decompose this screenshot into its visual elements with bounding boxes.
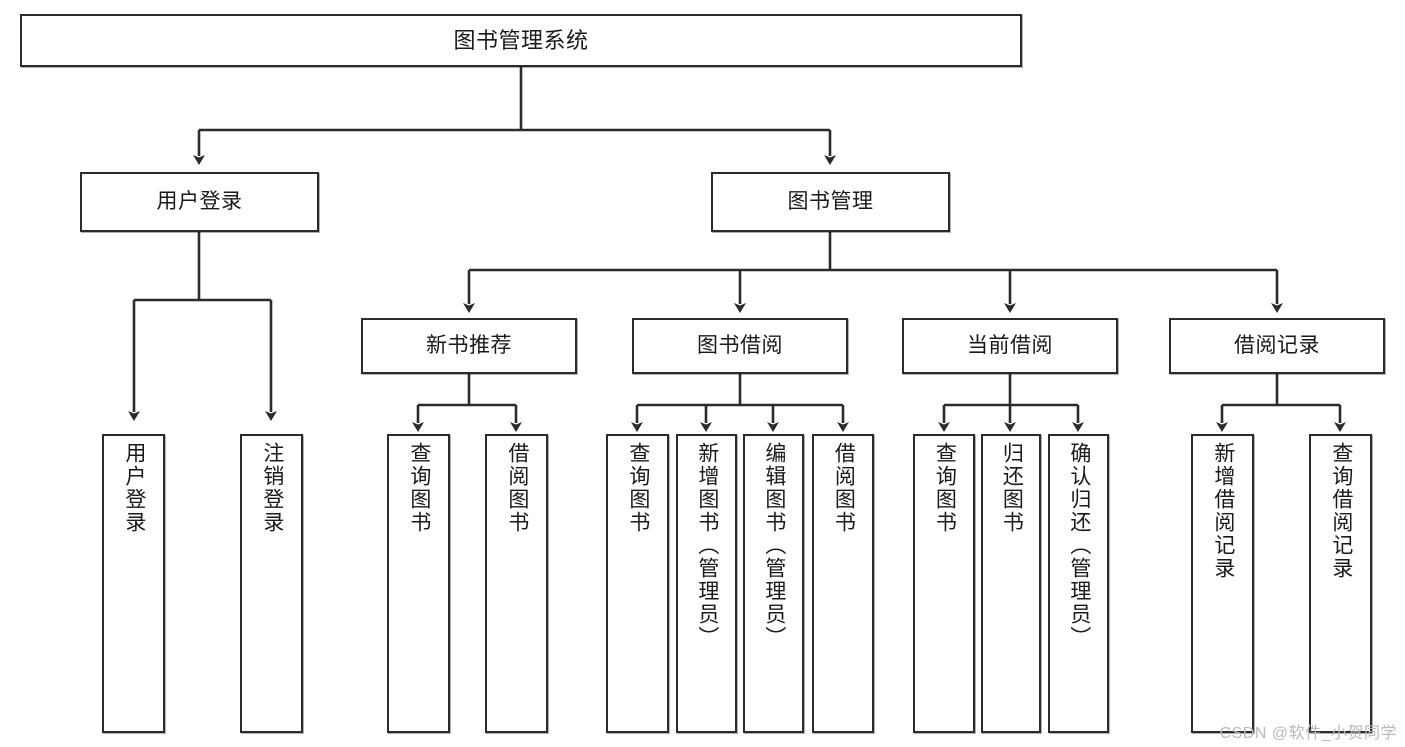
node-leaf-logout-login[interactable]: 注销登录 (240, 434, 303, 733)
node-leaf-return-book-label: 归还图书 (1000, 442, 1024, 534)
node-leaf-borrow-book-1-label: 借阅图书 (505, 442, 529, 534)
node-leaf-add-book-label: 新增图书（管理员） (695, 442, 719, 649)
node-leaf-user-login-label: 用户登录 (122, 442, 146, 534)
node-current-borrow-label: 当前借阅 (967, 333, 1053, 357)
node-leaf-query-book-3[interactable]: 查询图书 (913, 434, 975, 733)
node-leaf-user-login[interactable]: 用户登录 (102, 434, 165, 733)
node-new-book-recommend[interactable]: 新书推荐 (361, 318, 577, 374)
node-new-book-recommend-label: 新书推荐 (426, 333, 512, 357)
node-leaf-add-record[interactable]: 新增借阅记录 (1191, 434, 1254, 733)
node-root-label: 图书管理系统 (453, 27, 589, 53)
node-book-manage-label: 图书管理 (787, 189, 874, 213)
node-leaf-logout-login-label: 注销登录 (260, 442, 284, 534)
node-leaf-add-book[interactable]: 新增图书（管理员） (676, 434, 737, 733)
node-book-borrow[interactable]: 图书借阅 (632, 318, 848, 374)
node-book-manage[interactable]: 图书管理 (711, 172, 950, 232)
node-leaf-confirm-return[interactable]: 确认归还（管理员） (1048, 434, 1109, 733)
node-leaf-borrow-book-2-label: 借阅图书 (832, 442, 856, 534)
node-leaf-query-book-2[interactable]: 查询图书 (606, 434, 669, 733)
node-leaf-add-record-label: 新增借阅记录 (1211, 442, 1235, 580)
node-current-borrow[interactable]: 当前借阅 (902, 318, 1118, 374)
node-leaf-query-book-1-label: 查询图书 (407, 442, 431, 534)
node-leaf-return-book[interactable]: 归还图书 (981, 434, 1041, 733)
node-leaf-query-record-label: 查询借阅记录 (1329, 442, 1353, 580)
node-leaf-confirm-return-label: 确认归还（管理员） (1067, 442, 1091, 649)
node-user-login-label: 用户登录 (156, 189, 243, 213)
node-leaf-query-record[interactable]: 查询借阅记录 (1309, 434, 1372, 733)
csdn-watermark: CSDN @软件_小贺同学 (1219, 725, 1397, 742)
node-borrow-record-label: 借阅记录 (1234, 333, 1320, 357)
node-leaf-query-book-3-label: 查询图书 (933, 442, 957, 534)
node-borrow-record[interactable]: 借阅记录 (1169, 318, 1385, 374)
node-leaf-query-book-1[interactable]: 查询图书 (387, 434, 450, 733)
node-leaf-borrow-book-2[interactable]: 借阅图书 (812, 434, 874, 733)
node-book-borrow-label: 图书借阅 (697, 333, 783, 357)
node-root[interactable]: 图书管理系统 (20, 14, 1022, 67)
node-user-login[interactable]: 用户登录 (80, 172, 319, 232)
node-leaf-query-book-2-label: 查询图书 (626, 442, 650, 534)
node-leaf-borrow-book-1[interactable]: 借阅图书 (485, 434, 548, 733)
node-leaf-edit-book-label: 编辑图书（管理员） (762, 442, 786, 649)
node-leaf-edit-book[interactable]: 编辑图书（管理员） (743, 434, 804, 733)
